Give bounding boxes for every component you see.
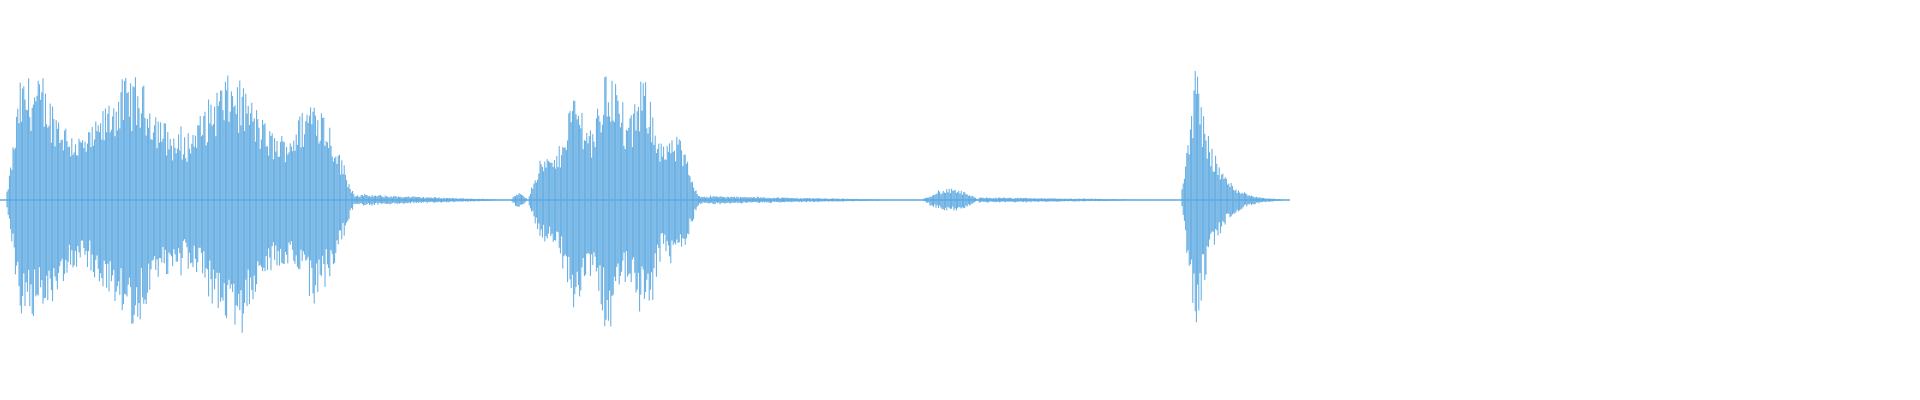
waveform-strokes [6, 71, 1283, 333]
